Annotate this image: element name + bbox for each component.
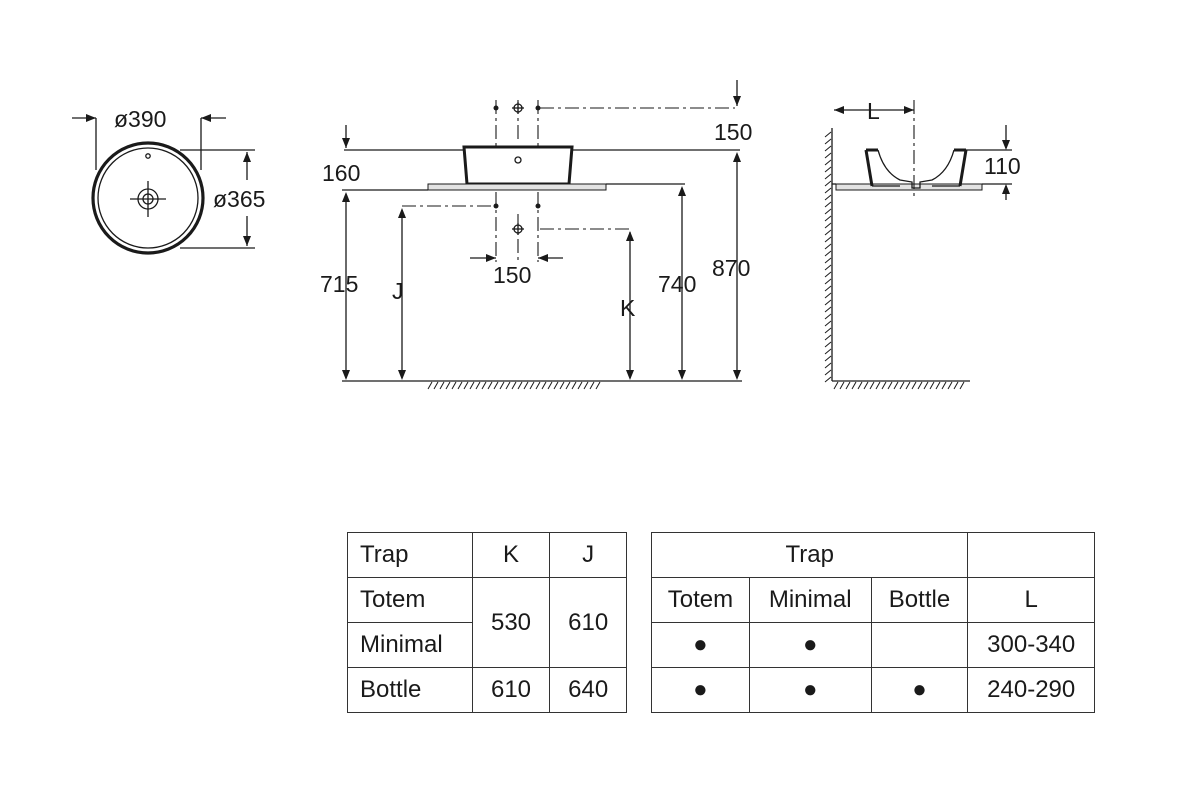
l-value: 300-340 — [967, 622, 1095, 668]
table-subheader-row: Totem Minimal Bottle L — [651, 577, 1095, 623]
trap-name: Bottle — [347, 667, 473, 713]
header-k: K — [471, 532, 551, 578]
overflow-hole — [145, 153, 151, 159]
table-header-row: Trap — [650, 532, 1095, 578]
bottle-dot — [870, 622, 969, 668]
l-value: 240-290 — [967, 667, 1095, 713]
basin-section — [864, 148, 968, 187]
totem-dot: ● — [651, 667, 750, 713]
trap-distance-table: Trap Totem Minimal Bottle L ● ● 300-340 … — [650, 532, 1095, 713]
side-floor-hatch — [833, 381, 965, 390]
tap-hole-markers — [493, 102, 541, 114]
basin-height-label: 160 — [322, 160, 360, 186]
outer-diameter-label: ø390 — [114, 106, 166, 132]
trap-name: Totem — [347, 577, 473, 623]
table-row: ● ● 300-340 — [651, 622, 1095, 668]
trap-height-table: Trap K J Totem 530 610 Minimal Bottle 61… — [347, 532, 627, 713]
table-row: ● ● ● 240-290 — [651, 667, 1095, 713]
k-value: 530 — [471, 577, 551, 668]
trap-height-k-label: K — [620, 295, 636, 321]
height-740-label: 740 — [658, 271, 696, 297]
wall-distance-label: L — [867, 98, 880, 124]
tap-spacing-bottom-label: 150 — [493, 262, 531, 288]
basin-front — [462, 145, 574, 186]
minimal-dot: ● — [748, 622, 872, 668]
basin-outer-rim — [91, 141, 205, 255]
counter-height-label: 715 — [320, 271, 358, 297]
basin-depth-label: 110 — [984, 153, 1021, 179]
k-value: 610 — [471, 667, 551, 713]
minimal-dot: ● — [748, 667, 872, 713]
subheader-bottle: Bottle — [870, 577, 969, 623]
trap-height-j-label: J — [392, 278, 404, 304]
header-trap: Trap — [347, 532, 473, 578]
table-header-row: Trap K J — [347, 532, 627, 578]
table-row: Bottle 610 640 — [347, 667, 627, 713]
side-view: L 110 — [824, 98, 1021, 390]
j-value: 610 — [549, 577, 627, 668]
table-row: Totem 530 610 — [347, 577, 627, 668]
top-view: ø390 ø365 — [72, 106, 265, 255]
j-value: 640 — [549, 667, 627, 713]
header-j: J — [549, 532, 627, 578]
totem-dot: ● — [651, 622, 750, 668]
inner-diameter-label: ø365 — [213, 186, 265, 212]
subheader-l: L — [967, 577, 1095, 623]
table-row: Minimal — [347, 622, 627, 668]
wall-hatch — [824, 131, 832, 383]
countertop-slab — [427, 183, 607, 191]
subheader-minimal: Minimal — [748, 577, 872, 623]
side-countertop — [835, 183, 983, 191]
bottle-dot: ● — [870, 667, 969, 713]
floor-hatch — [427, 381, 601, 390]
header-trap: Trap — [650, 532, 969, 578]
front-view: 150 160 150 715 J K 740 — [320, 80, 752, 390]
header-empty — [967, 532, 1095, 578]
height-870-label: 870 — [712, 255, 750, 281]
subheader-totem: Totem — [651, 577, 750, 623]
front-overflow-hole — [514, 156, 522, 164]
basin-inner-rim — [97, 147, 199, 249]
tap-spacing-top-label: 150 — [714, 119, 752, 145]
trap-name: Minimal — [347, 622, 473, 668]
